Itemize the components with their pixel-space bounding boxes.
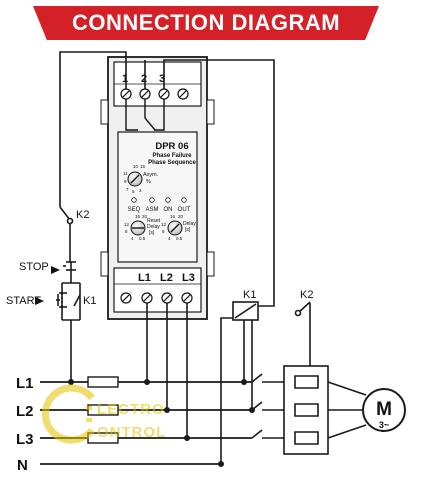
k1-coil-label: K1 [243,289,256,301]
device-desc-1: Phase Failure [152,153,192,159]
start-arrow-icon [35,297,44,305]
delay-label: Delay [s] [183,221,197,233]
fuses [87,376,119,444]
k1-aux-contact [73,294,81,307]
terminal-L3-label: L3 [182,272,195,284]
delay-tick-4: 4 [168,236,171,241]
k1-main-contacts [251,373,284,439]
reset-tick-05: 0.5 [139,236,146,241]
watermark-line2: ONTROL [97,424,166,441]
delay-tick-20: 20 [178,214,184,219]
output-relay-contact [125,99,165,131]
motor-leads [327,381,367,439]
k2-contact [294,301,311,366]
watermark-line1: LECTRO [97,401,165,418]
asym-tick-9: 9 [124,179,127,184]
terminal-2-label: 2 [141,73,147,85]
asymmetry-unit: % [146,179,151,185]
led-on-label: ON [164,207,173,213]
motor-label: M [376,399,392,420]
terminal-3-label: 3 [159,73,165,85]
device-model: DPR 06 [155,141,188,152]
reset-tick-4: 4 [131,236,134,241]
reset-tick-20: 20 [142,214,148,219]
delay-tick-8: 8 [162,229,165,234]
relay-device: 1 2 3 DPR 06 Pha [100,56,215,320]
motor-sub: 3~ [379,420,389,430]
delay-knob[interactable] [167,220,183,236]
stop-label: STOP [19,261,49,273]
terminal-1-label: 1 [122,73,128,85]
asym-tick-3: 3 [139,188,142,193]
delay-tick-05: 0.5 [176,236,183,241]
device-desc-2: Phase Sequence [148,160,196,166]
supply-taps [146,303,253,438]
line-L3-label: L3 [16,431,34,448]
asym-tick-10: 10 [133,164,139,169]
line-L1-label: L1 [16,375,34,392]
reset-tick-8: 8 [125,229,128,234]
delay-tick-12: 12 [161,222,167,227]
line-N-label: N [17,457,28,474]
reset-tick-16: 16 [135,214,141,219]
reset-tick-12: 12 [124,222,130,227]
motor-symbol: M 3~ [362,388,406,432]
bottom-screw-terminals [120,292,193,304]
electro-control-watermark: LECTRO ONTROL [42,384,166,444]
asymmetry-knob[interactable] [127,171,143,187]
control-wiring [59,51,275,464]
title-banner: CONNECTION DIAGRAM [33,6,379,40]
led-out-label: OUT [178,207,191,213]
status-leds [131,197,187,203]
top-screw-terminals [120,88,189,100]
terminal-L1-label: L1 [138,272,151,284]
line-L2-label: L2 [16,403,34,420]
junction-dots [68,379,255,467]
led-seq-label: SEQ [128,207,141,213]
start-button[interactable] [56,292,67,308]
k2-contactor [283,365,329,455]
terminal-L2-label: L2 [160,272,173,284]
delay-tick-16: 16 [170,214,176,219]
led-asm-label: ASM [145,207,158,213]
asym-tick-11: 11 [123,171,128,176]
k2-coil-label: K2 [300,289,313,301]
asymmetry-label: Asym. [143,172,159,178]
k2-aux-label: K2 [76,209,89,221]
k1-aux-label: K1 [83,295,96,307]
asym-tick-7: 7 [126,187,129,192]
asym-tick-15: 15 [140,164,146,169]
reset-delay-label: Reset Delay [s] [147,218,161,236]
reset-delay-knob[interactable] [130,220,146,236]
k2-aux-contact [66,217,74,225]
start-label: START [6,295,41,307]
asym-tick-5: 5 [132,189,135,194]
k1-coil [232,301,259,321]
stop-arrow-icon [51,266,60,274]
diagram-title: CONNECTION DIAGRAM [71,10,341,35]
